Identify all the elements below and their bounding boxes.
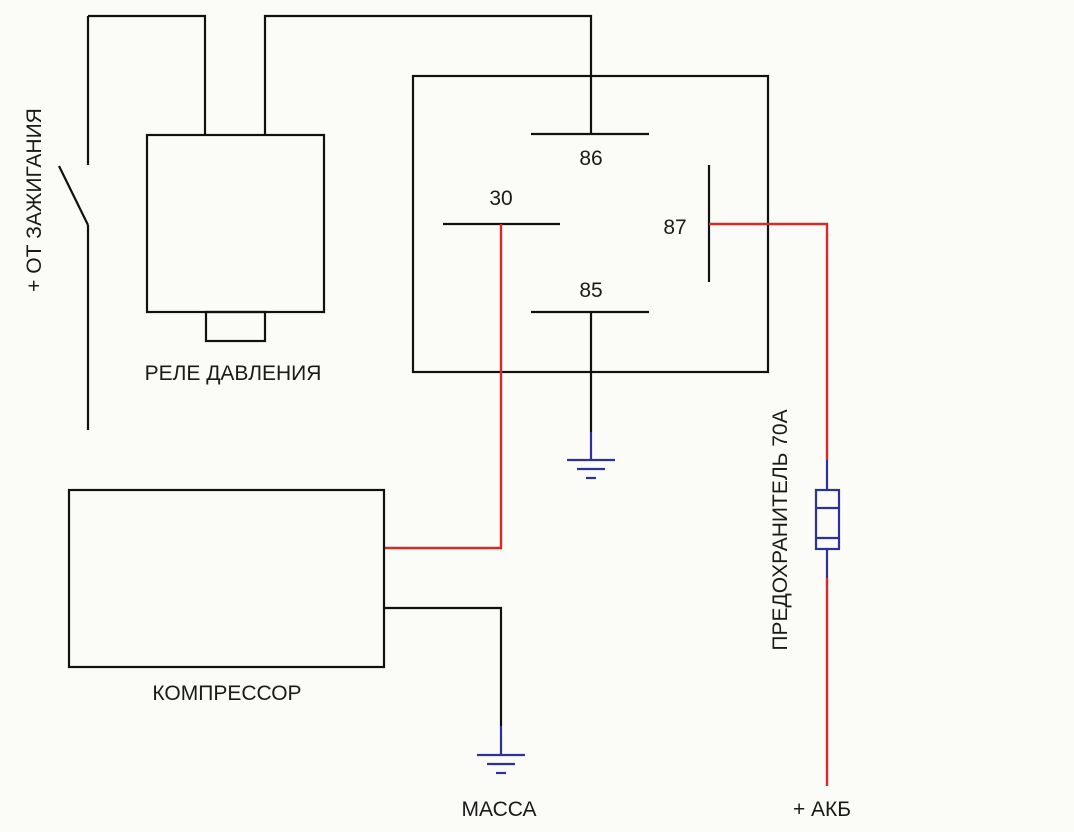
ignition-switch [58,16,90,430]
ignition-label: + ОТ ЗАЖИГАНИЯ [23,108,46,292]
pin-87-to-battery-wire [709,222,829,786]
fuse-label: ПРЕДОХРАНИТЕЛЬ 70А [769,409,792,650]
pin-30-to-compressor-wire [384,224,503,550]
ground-label: МАССА [462,798,537,821]
pressure-relay [145,133,326,343]
pressure-relay-label: РЕЛЕ ДАВЛЕНИЯ [145,362,322,385]
compressor-ground-icon [477,726,525,775]
fuse-icon [814,460,841,578]
compressor [67,488,386,669]
battery-label: + АКБ [793,798,851,821]
relay-ground-icon [567,432,615,480]
compressor-label: КОМПРЕССОР [152,682,301,705]
pin-30-label: 30 [489,187,512,210]
pin-86-label: 86 [579,147,602,170]
pin-85-label: 85 [579,279,602,302]
pin-87-label: 87 [663,216,686,239]
compressor-ground-wire [384,606,503,726]
